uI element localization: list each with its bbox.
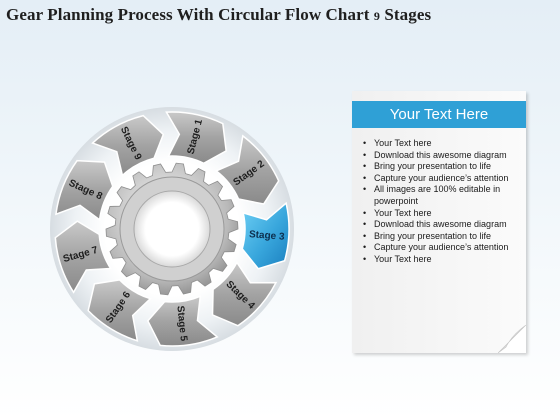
panel-header: Your Text Here (352, 101, 526, 128)
panel-bullet-item: Your Text here (362, 254, 524, 266)
text-panel: Your Text Here Your Text hereDownload th… (352, 91, 526, 353)
gear-icon (105, 162, 239, 296)
panel-bullet-item: Download this awesome diagram (362, 150, 524, 162)
page-title: Gear Planning Process With Circular Flow… (6, 5, 431, 25)
stage-3-label: Stage 3 (249, 229, 286, 243)
title-main: Gear Planning Process With Circular Flow… (6, 5, 370, 24)
stage-1-arrow (165, 111, 227, 165)
panel-bullet-item: Your Text here (362, 208, 524, 220)
title-suffix: Stages (384, 5, 432, 24)
stage-segments (54, 111, 290, 347)
stage-3-arrow (241, 201, 290, 270)
stage-7-arrow (54, 220, 112, 294)
stage-5-arrow (146, 295, 219, 347)
panel-bullet-item: Download this awesome diagram (362, 219, 524, 231)
panel-bullet-item: All images are 100% editable in powerpoi… (362, 184, 524, 207)
gear-hole (133, 190, 211, 268)
panel-bullet-item: Capture your audience’s attention (362, 173, 524, 185)
stage-4-arrow (211, 260, 278, 327)
stage-8-arrow (55, 159, 114, 222)
panel-bullet-item: Bring your presentation to life (362, 161, 524, 173)
page-curl-icon (498, 325, 526, 353)
stage-6-arrow (87, 279, 152, 342)
stage-5-label: Stage 5 (174, 305, 189, 342)
panel-bullet-item: Your Text here (362, 138, 524, 150)
title-number: 9 (373, 9, 380, 23)
panel-bullet-item: Bring your presentation to life (362, 231, 524, 243)
stage-9-arrow (91, 114, 165, 177)
stage-2-arrow (214, 134, 280, 205)
panel-bullet-item: Capture your audience’s attention (362, 242, 524, 254)
panel-bullet-list: Your Text hereDownload this awesome diag… (362, 138, 524, 266)
